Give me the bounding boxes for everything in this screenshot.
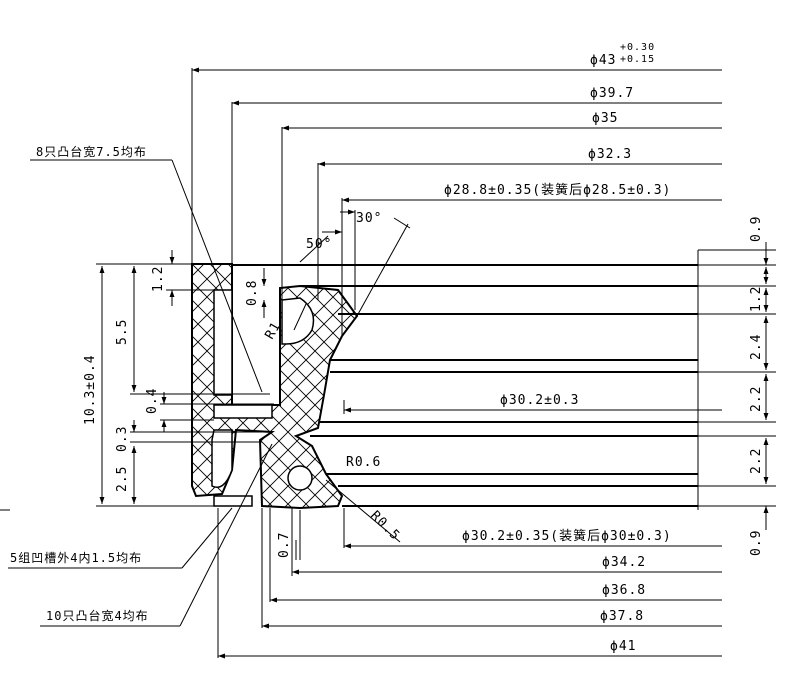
right-2-2-b: 2.2 — [749, 448, 764, 474]
dim-d36-8: ϕ36.8 — [602, 583, 646, 598]
dim-d43: ϕ43 — [590, 53, 616, 68]
right-dimensions — [698, 242, 776, 530]
angle-30: 30° — [356, 211, 382, 226]
height-0-7: 0.7 — [277, 532, 292, 558]
dim-d28-8: ϕ28.8±0.35(装簧后ϕ28.5±0.3) — [444, 182, 671, 198]
height-0-4: 0.4 — [145, 388, 160, 414]
left-dimensions — [96, 250, 301, 560]
angle-50: 50° — [306, 237, 332, 252]
dim-d34-2: ϕ34.2 — [602, 555, 646, 570]
note-bosses-8: 8只凸台宽7.5均布 — [36, 144, 147, 159]
right-2-4: 2.4 — [749, 334, 764, 360]
dim-d41: ϕ41 — [610, 639, 636, 654]
height-10-3: 10.3±0.4 — [83, 354, 98, 425]
dim-d35: ϕ35 — [592, 111, 618, 126]
diameter-leaders-top — [191, 67, 722, 336]
height-0-3: 0.3 — [115, 426, 130, 452]
inner-groove — [213, 289, 233, 396]
garter-spring — [287, 465, 313, 491]
radius-r0-6: R0.6 — [346, 455, 381, 470]
height-0-8: 0.8 — [245, 280, 260, 306]
dim-d39-7: ϕ39.7 — [590, 86, 634, 101]
right-2-2-a: 2.2 — [749, 386, 764, 412]
height-5-5: 5.5 — [115, 319, 130, 345]
diameter-leaders-bottom — [217, 400, 722, 659]
right-0-9-top: 0.9 — [749, 216, 764, 242]
height-1-2: 1.2 — [151, 266, 166, 292]
shaft-lines — [232, 250, 699, 510]
dim-d32-3: ϕ32.3 — [588, 147, 632, 162]
note-bosses-10: 10只凸台宽4均布 — [46, 608, 149, 623]
right-1-2: 1.2 — [749, 286, 764, 312]
dim-d43-tol-upper: +0.30 — [620, 42, 655, 53]
bottom-boss — [213, 495, 253, 507]
lip-slot — [213, 404, 273, 419]
height-2-5: 2.5 — [115, 466, 130, 492]
note-grooves-5: 5组凹槽外4内1.5均布 — [10, 551, 142, 565]
seal-section — [191, 263, 359, 510]
right-0-9-bottom: 0.9 — [749, 530, 764, 556]
radius-r0-5: R0.5 — [367, 508, 403, 544]
dim-d30-2-mid: ϕ30.2±0.3 — [500, 393, 579, 408]
spring-cavity-lower — [211, 429, 233, 488]
seal-body-hatched — [191, 263, 359, 510]
dim-d37-8: ϕ37.8 — [600, 609, 644, 624]
note-leaders — [0, 159, 401, 627]
dim-d30-2-low: ϕ30.2±0.35(装簧后ϕ30±0.3) — [462, 528, 672, 544]
dim-d43-tol-lower: +0.15 — [620, 54, 655, 65]
angle-construction — [299, 209, 411, 317]
